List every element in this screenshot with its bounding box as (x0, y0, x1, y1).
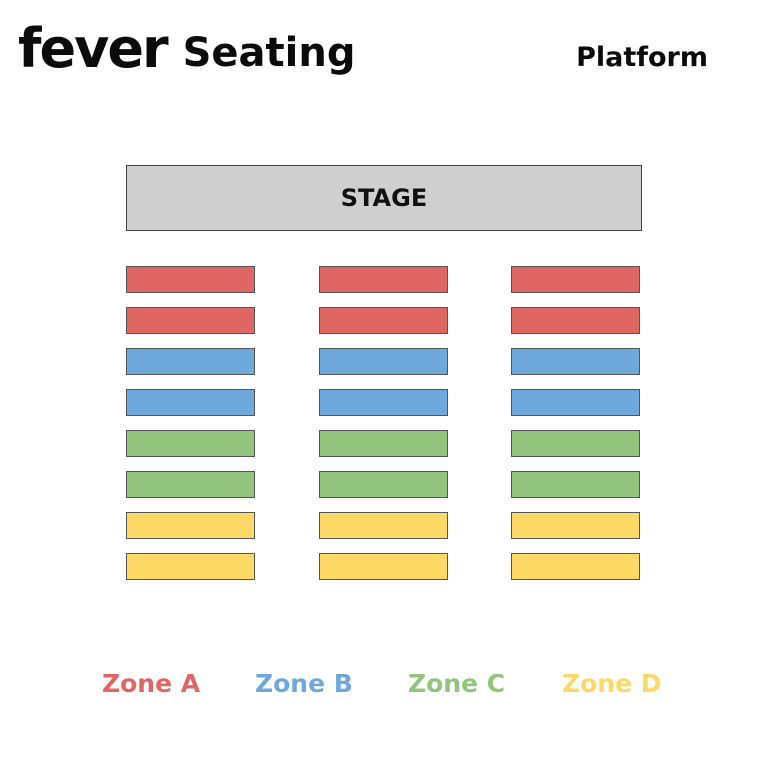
seat-row-zone-b[interactable] (126, 389, 255, 416)
fever-logo[interactable]: fever (18, 17, 169, 80)
seat-row-zone-b[interactable] (511, 389, 640, 416)
seat-row-zone-d[interactable] (319, 553, 448, 580)
seat-row-zone-c[interactable] (319, 430, 448, 457)
seat-row-zone-c[interactable] (126, 471, 255, 498)
seat-row-zone-a[interactable] (319, 266, 448, 293)
legend-zone-d: Zone D (562, 669, 662, 698)
zone-legend: Zone A Zone B Zone C Zone D (0, 664, 768, 704)
seat-row-zone-d[interactable] (511, 553, 640, 580)
seat-row-zone-b[interactable] (511, 348, 640, 375)
seat-row-zone-c[interactable] (319, 471, 448, 498)
seat-row-zone-c[interactable] (511, 471, 640, 498)
seat-row-zone-c[interactable] (511, 430, 640, 457)
legend-zone-a: Zone A (102, 669, 201, 698)
header-brand: fever Seating (18, 14, 355, 84)
platform-label: Platform (576, 42, 708, 73)
seat-row-zone-b[interactable] (319, 348, 448, 375)
legend-zone-c: Zone C (408, 669, 506, 698)
seat-row-zone-a[interactable] (126, 307, 255, 334)
seat-row-zone-a[interactable] (511, 307, 640, 334)
seating-block-center (319, 266, 448, 594)
stage: STAGE (126, 165, 642, 231)
seat-row-zone-d[interactable] (126, 553, 255, 580)
stage-label: STAGE (340, 184, 428, 212)
seat-row-zone-b[interactable] (126, 348, 255, 375)
seat-row-zone-b[interactable] (319, 389, 448, 416)
seat-row-zone-d[interactable] (126, 512, 255, 539)
page-title: Seating (182, 30, 356, 76)
seat-row-zone-a[interactable] (126, 266, 255, 293)
seat-row-zone-d[interactable] (511, 512, 640, 539)
seat-row-zone-d[interactable] (319, 512, 448, 539)
seat-row-zone-c[interactable] (126, 430, 255, 457)
seating-block-right (511, 266, 640, 594)
seat-row-zone-a[interactable] (319, 307, 448, 334)
seating-block-left (126, 266, 255, 594)
legend-zone-b: Zone B (255, 669, 353, 698)
seat-row-zone-a[interactable] (511, 266, 640, 293)
